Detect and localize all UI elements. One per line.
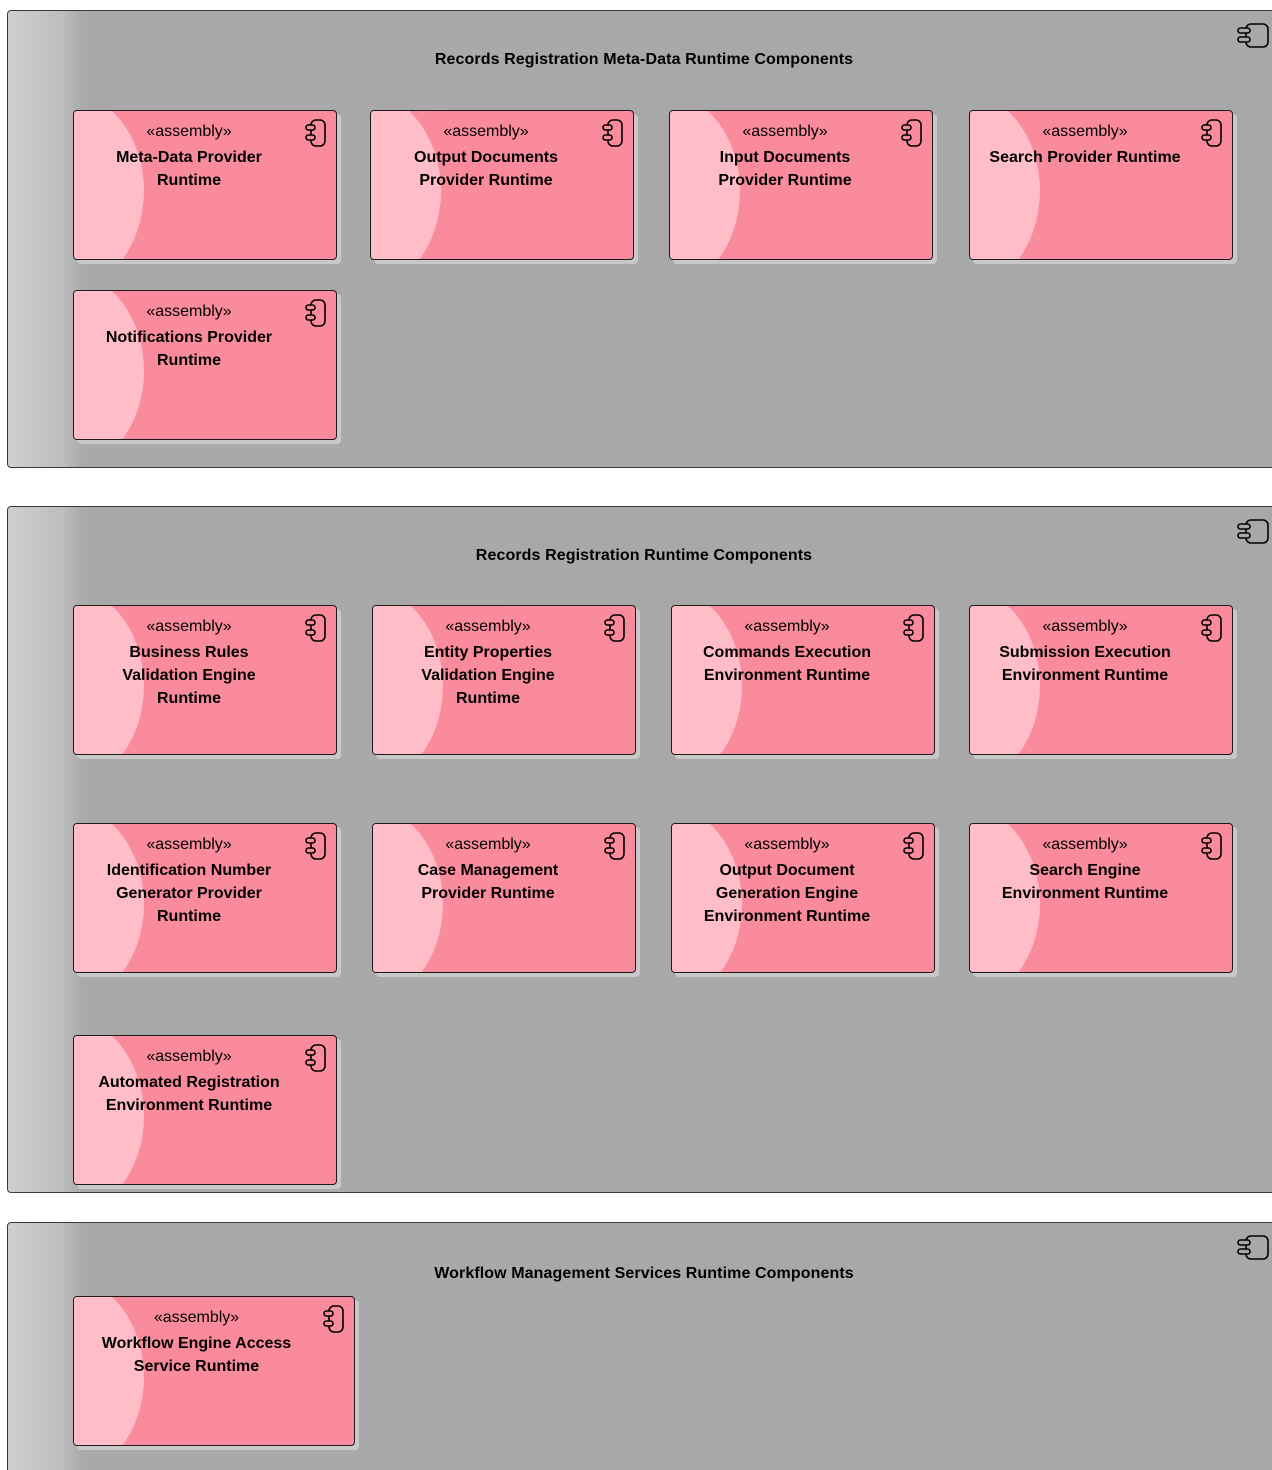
component-stereotype: «assembly» <box>445 836 531 853</box>
component-box[interactable]: «assembly» Search Provider Runtime <box>969 110 1233 260</box>
component-icon <box>305 614 326 642</box>
component-icon <box>305 299 326 327</box>
component-icon <box>1237 519 1269 544</box>
package-title: Records Registration Meta-Data Runtime C… <box>434 51 854 68</box>
component-icon <box>901 119 922 147</box>
component-stereotype: «assembly» <box>445 618 531 635</box>
component-icon <box>1201 614 1222 642</box>
component-icon <box>602 119 623 147</box>
component-stereotype: «assembly» <box>1042 836 1128 853</box>
component-stereotype: «assembly» <box>146 836 232 853</box>
component-icon <box>305 832 326 860</box>
component-stereotype: «assembly» <box>1042 618 1128 635</box>
component-name: Search Provider Runtime <box>989 149 1181 166</box>
component-icon <box>903 614 924 642</box>
component-icon <box>323 1305 344 1333</box>
component-stereotype: «assembly» <box>1042 123 1128 140</box>
component-icon <box>1201 119 1222 147</box>
component-stereotype: «assembly» <box>146 1048 232 1065</box>
component-stereotype: «assembly» <box>146 303 232 320</box>
component-stereotype: «assembly» <box>146 618 232 635</box>
package-title: Workflow Management Services Runtime Com… <box>434 1265 854 1282</box>
component-icon <box>604 614 625 642</box>
component-stereotype: «assembly» <box>146 123 232 140</box>
component-stereotype: «assembly» <box>742 123 828 140</box>
component-icon <box>903 832 924 860</box>
component-stereotype: «assembly» <box>443 123 529 140</box>
component-icon <box>1237 23 1269 48</box>
component-icon <box>305 119 326 147</box>
component-icon <box>1201 832 1222 860</box>
component-icon <box>305 1044 326 1072</box>
package-title: Records Registration Runtime Components <box>475 547 813 564</box>
component-stereotype: «assembly» <box>744 836 830 853</box>
component-icon <box>1237 1235 1269 1260</box>
component-stereotype: «assembly» <box>153 1309 240 1326</box>
component-stereotype: «assembly» <box>744 618 830 635</box>
component-icon <box>604 832 625 860</box>
